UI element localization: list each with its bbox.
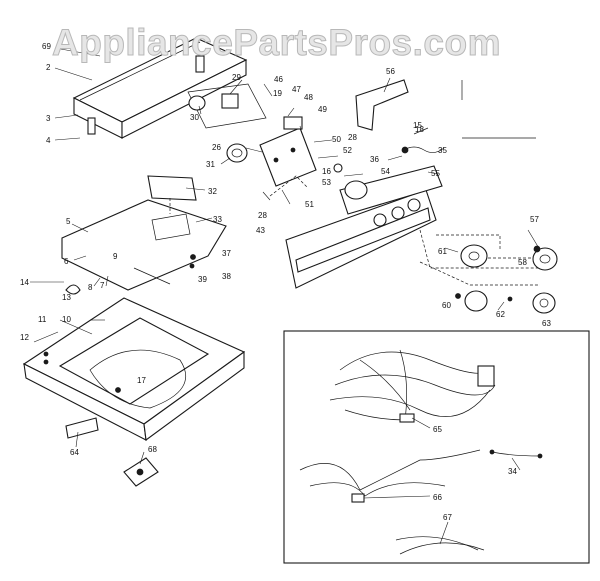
callout-57: 57 — [530, 215, 539, 224]
top-plate — [61, 175, 227, 295]
callout-53: 53 — [322, 178, 331, 187]
control-panel — [285, 165, 443, 289]
callout-29: 29 — [232, 73, 241, 82]
callout-38: 38 — [222, 272, 231, 281]
callout-34: 34 — [508, 467, 517, 476]
callout-66: 66 — [433, 493, 442, 502]
callout-49: 49 — [318, 105, 327, 114]
callout-10: 10 — [62, 315, 71, 324]
callout-32: 32 — [208, 187, 217, 196]
callout-39: 39 — [198, 275, 207, 284]
callout-68: 68 — [148, 445, 157, 454]
callout-47: 47 — [292, 85, 301, 94]
callout-50: 50 — [332, 135, 341, 144]
bracket-56 — [355, 79, 409, 131]
hinge-parts — [65, 417, 159, 487]
callout-64: 64 — [70, 448, 79, 457]
callout-63: 63 — [542, 319, 551, 328]
callout-54: 54 — [381, 167, 390, 176]
wiring-harnesses — [299, 349, 543, 555]
callout-6: 6 — [64, 257, 69, 266]
callout-36: 36 — [370, 155, 379, 164]
callout-5: 5 — [66, 217, 71, 226]
callout-19: 19 — [273, 89, 282, 98]
callout-48: 48 — [304, 93, 313, 102]
callout-12: 12 — [20, 333, 29, 342]
callout-8: 8 — [88, 283, 93, 292]
callout-18: 18 — [415, 125, 424, 134]
callout-11: 11 — [38, 315, 47, 324]
callout-7: 7 — [100, 281, 105, 290]
top-cabinet — [22, 297, 246, 441]
callout-14: 14 — [20, 278, 29, 287]
callout-3: 3 — [46, 114, 51, 123]
callout-58: 58 — [518, 258, 527, 267]
callout-17: 17 — [137, 376, 146, 385]
callout-60: 60 — [442, 301, 451, 310]
callout-65: 65 — [433, 425, 442, 434]
callout-13: 13 — [62, 293, 71, 302]
callout-52: 52 — [343, 146, 352, 155]
wiring-harness-frame — [283, 330, 590, 564]
callout-33: 33 — [213, 215, 222, 224]
callout-35: 35 — [438, 146, 447, 155]
knobs — [419, 229, 558, 314]
callout-numbers: 69 2 3 4 5 6 7 8 9 10 11 12 13 14 15 16 … — [20, 42, 551, 522]
callout-61: 61 — [438, 247, 447, 256]
watermark-logo: AppliancePartsPros.com — [52, 22, 501, 64]
callout-9: 9 — [113, 252, 118, 261]
callout-16: 16 — [322, 167, 331, 176]
rear-cover — [72, 37, 248, 139]
callout-43: 43 — [256, 226, 265, 235]
callout-51: 51 — [305, 200, 314, 209]
callout-62: 62 — [496, 310, 505, 319]
callout-4: 4 — [46, 136, 51, 145]
callout-56: 56 — [386, 67, 395, 76]
callout-31: 31 — [206, 160, 215, 169]
switch-bracket — [259, 116, 317, 187]
callout-28b: 28 — [348, 133, 357, 142]
wire-connectors — [333, 127, 445, 173]
timer-assembly — [187, 83, 267, 163]
callout-67: 67 — [443, 513, 452, 522]
callout-2: 2 — [46, 63, 51, 72]
callout-46: 46 — [274, 75, 283, 84]
callout-69: 69 — [42, 42, 51, 51]
callout-15: 15 — [413, 121, 422, 130]
callout-28a: 28 — [258, 211, 267, 220]
callout-37: 37 — [222, 249, 231, 258]
callout-26: 26 — [212, 143, 221, 152]
callout-30: 30 — [190, 113, 199, 122]
leader-lines — [30, 47, 541, 545]
callout-55: 55 — [431, 169, 440, 178]
